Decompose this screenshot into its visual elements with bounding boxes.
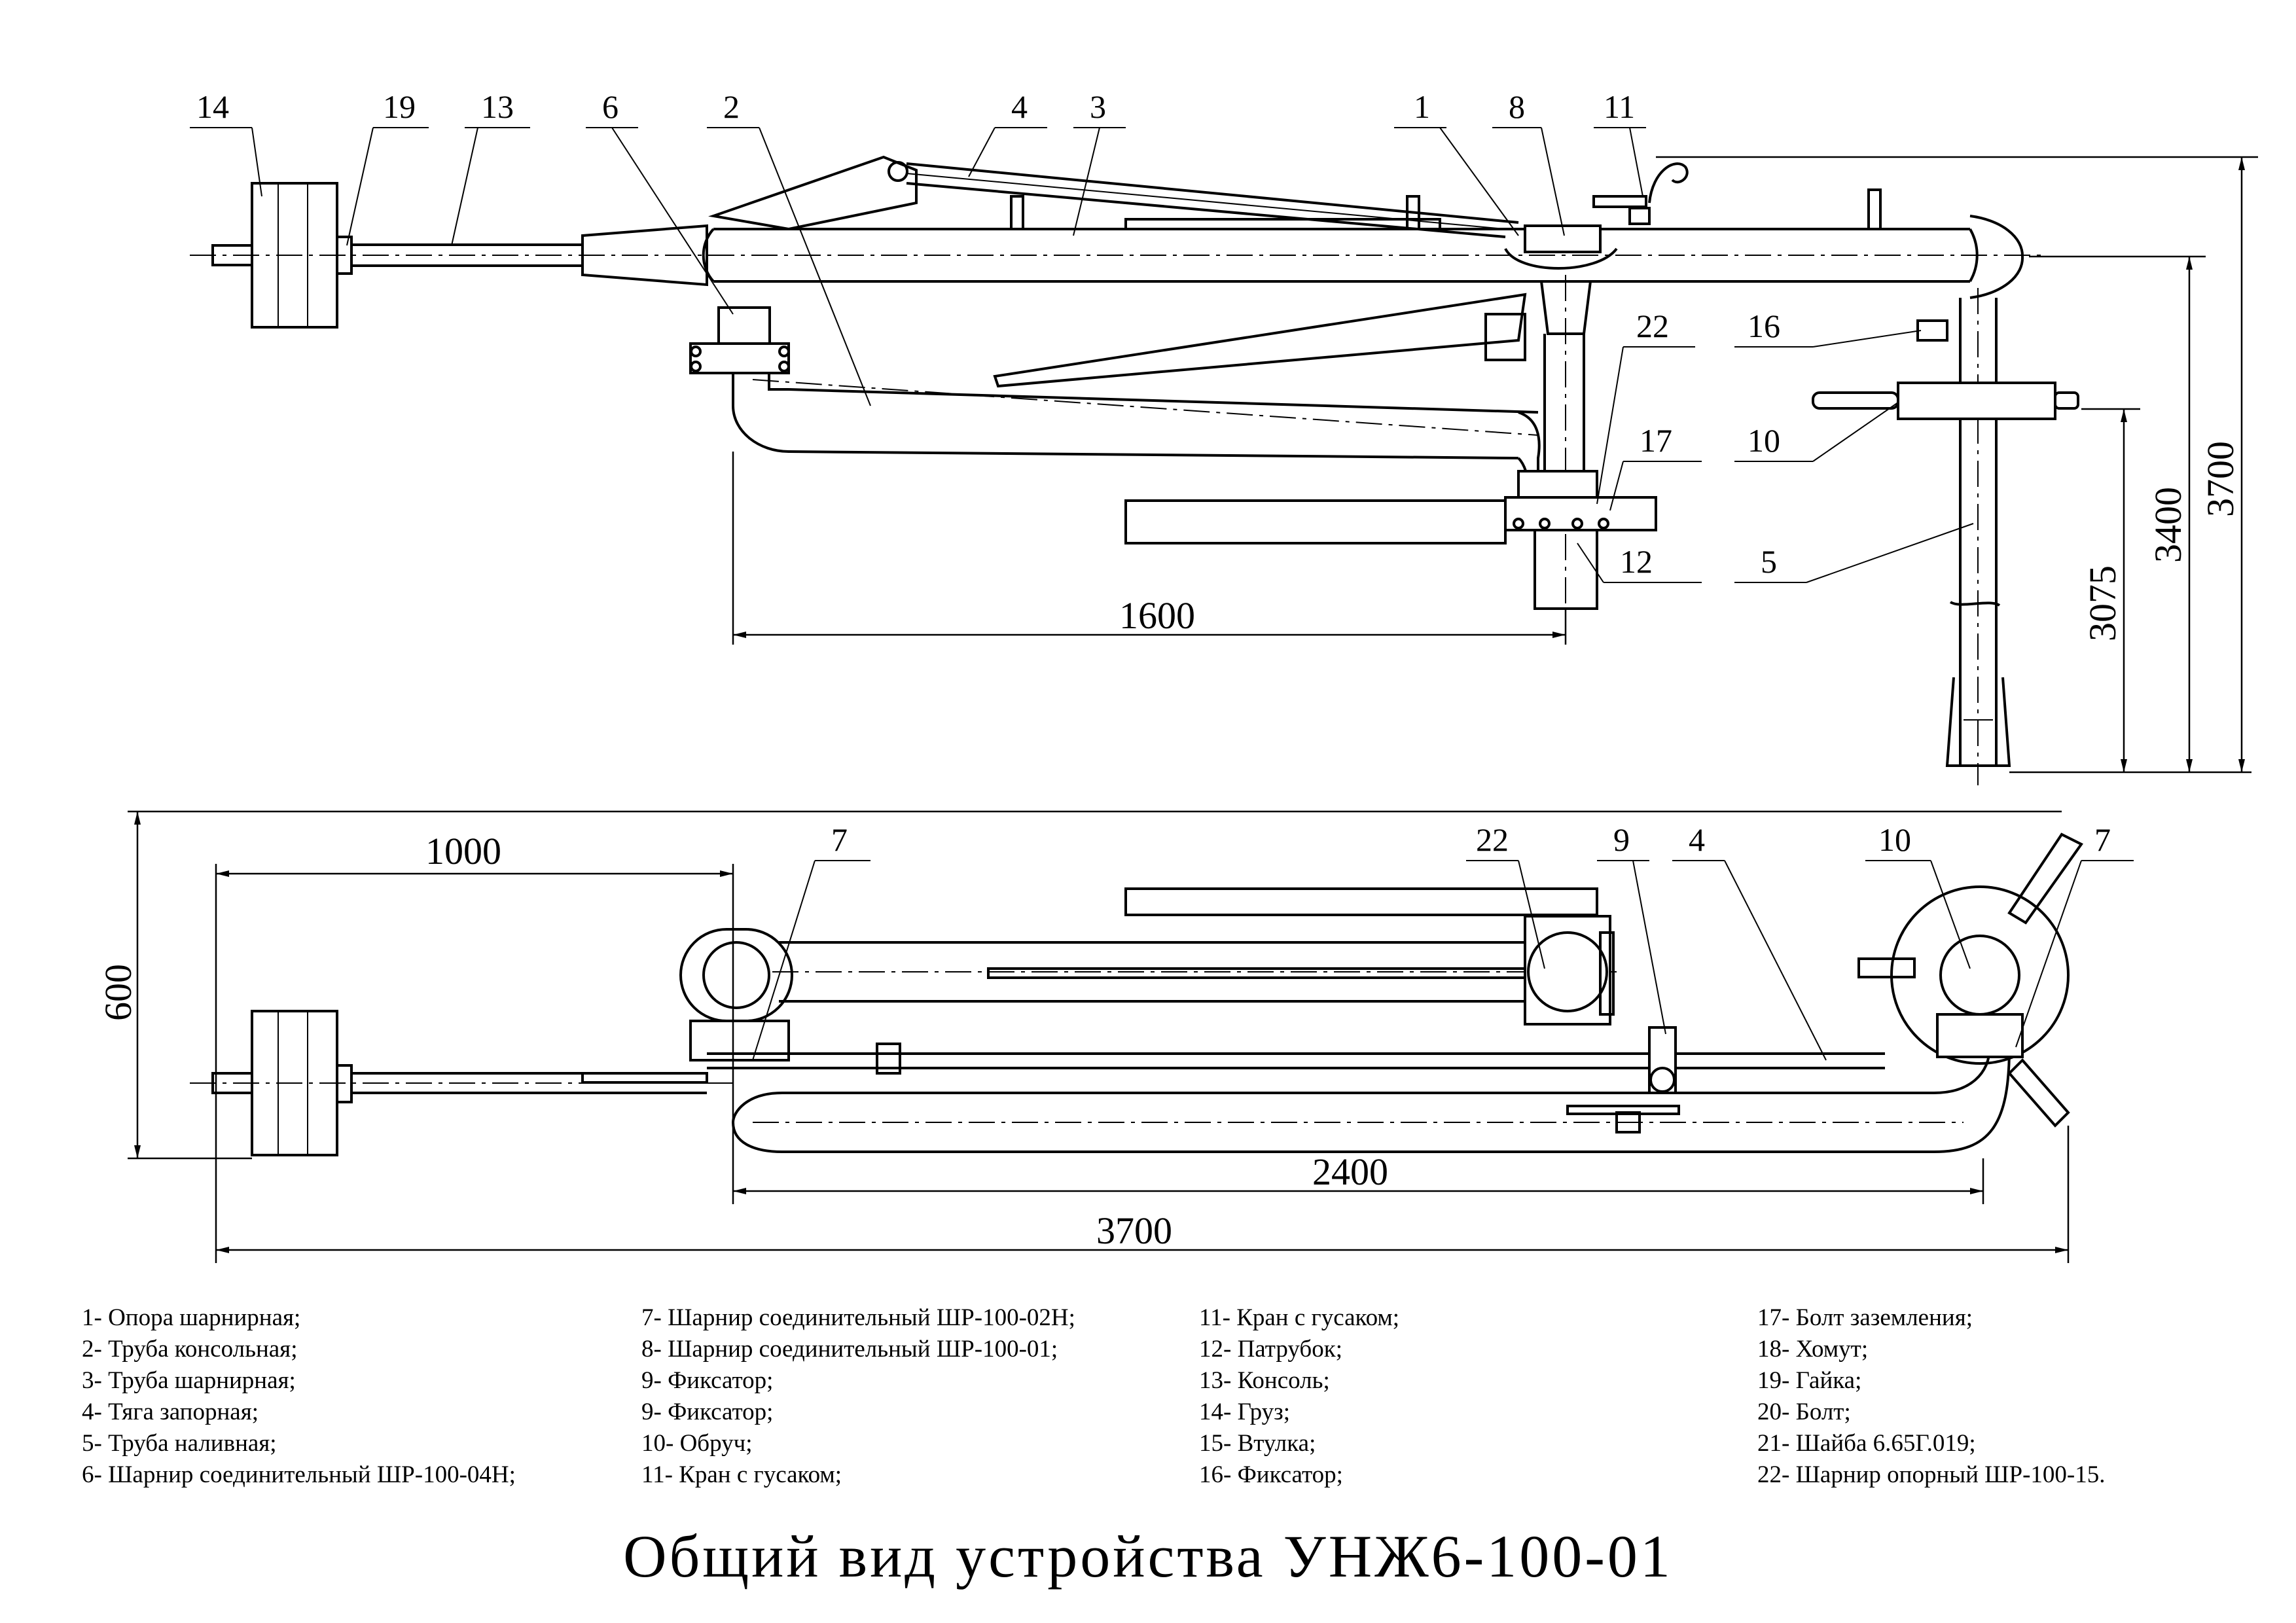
legend-item: 15- Втулка; xyxy=(1199,1430,1316,1457)
callout-plan-7: 7 xyxy=(831,821,848,858)
callout-3: 3 xyxy=(1090,88,1106,125)
callout-4: 4 xyxy=(1011,88,1028,125)
callout-plan-10: 10 xyxy=(1878,821,1911,858)
callout-19: 19 xyxy=(383,88,416,125)
legend-item: 16- Фиксатор; xyxy=(1199,1461,1343,1488)
callout-5: 5 xyxy=(1761,543,1777,580)
dim-3700-horizontal: 3700 xyxy=(1096,1209,1172,1252)
side-view: 1600 3075 3400 3700 xyxy=(190,127,2258,785)
legend-item: 21- Шайба 6.65Г.019; xyxy=(1757,1430,1976,1457)
legend-column-4: 17- Болт заземления; 18- Хомут; 19- Гайк… xyxy=(1757,1302,2105,1491)
legend-item: 9- Фиксатор; xyxy=(641,1399,774,1425)
legend-column-2: 7- Шарнир соединительный ШР-100-02Н; 8- … xyxy=(641,1302,1075,1491)
dim-3400: 3400 xyxy=(2147,487,2189,563)
dim-1600: 1600 xyxy=(1119,594,1195,637)
legend-item: 2- Труба консольная; xyxy=(82,1336,298,1363)
callout-13: 13 xyxy=(481,88,514,125)
legend-item: 11- Кран с гусаком; xyxy=(1199,1304,1400,1331)
dim-1000: 1000 xyxy=(425,830,501,872)
callout-1: 1 xyxy=(1414,88,1430,125)
plan-view: 1000 2400 3700 600 xyxy=(97,810,2134,1263)
legend-item: 13- Консоль; xyxy=(1199,1367,1330,1394)
legend-item: 4- Тяга запорная; xyxy=(82,1399,259,1425)
callout-10: 10 xyxy=(1748,422,1780,459)
legend-item: 20- Болт; xyxy=(1757,1399,1851,1425)
legend-item: 1- Опора шарнирная; xyxy=(82,1304,301,1331)
callout-plan-22: 22 xyxy=(1476,821,1509,858)
legend-column-3: 11- Кран с гусаком; 12- Патрубок; 13- Ко… xyxy=(1199,1302,1399,1491)
legend-column-1: 1- Опора шарнирная; 2- Труба консольная;… xyxy=(82,1302,516,1491)
legend-item: 12- Патрубок; xyxy=(1199,1336,1342,1363)
legend-item: 5- Труба наливная; xyxy=(82,1430,277,1457)
callout-17: 17 xyxy=(1640,422,1672,459)
dim-3700-vertical: 3700 xyxy=(2199,441,2242,517)
callout-6: 6 xyxy=(602,88,619,125)
legend-item: 10- Обруч; xyxy=(641,1430,753,1457)
legend-item: 19- Гайка; xyxy=(1757,1367,1862,1394)
legend-item: 9- Фиксатор; xyxy=(641,1367,774,1394)
legend-item: 14- Груз; xyxy=(1199,1399,1291,1425)
callout-plan-9: 9 xyxy=(1613,821,1630,858)
legend-item: 8- Шарнир соединительный ШР-100-01; xyxy=(641,1336,1058,1363)
callout-11: 11 xyxy=(1604,88,1635,125)
callout-22: 22 xyxy=(1636,308,1669,344)
legend-item: 3- Труба шарнирная; xyxy=(82,1367,296,1394)
callout-plan-7b: 7 xyxy=(2094,821,2111,858)
legend-item: 17- Болт заземления; xyxy=(1757,1304,1973,1331)
legend-item: 18- Хомут; xyxy=(1757,1336,1869,1363)
dim-3075: 3075 xyxy=(2081,565,2124,641)
legend-item: 11- Кран с гусаком; xyxy=(641,1461,842,1488)
dim-600: 600 xyxy=(97,964,139,1021)
legend-item: 6- Шарнир соединительный ШР-100-04Н; xyxy=(82,1461,516,1488)
callout-14: 14 xyxy=(196,88,229,125)
callout-16: 16 xyxy=(1748,308,1780,344)
callout-12: 12 xyxy=(1620,543,1653,580)
callout-8: 8 xyxy=(1509,88,1525,125)
callout-2: 2 xyxy=(723,88,740,125)
legend-item: 22- Шарнир опорный ШР-100-15. xyxy=(1757,1461,2106,1488)
callout-plan-4: 4 xyxy=(1689,821,1705,858)
drawing-title: Общий вид устройства УНЖ6-100-01 xyxy=(623,1523,1673,1590)
legend-item: 7- Шарнир соединительный ШР-100-02Н; xyxy=(641,1304,1075,1331)
dim-2400: 2400 xyxy=(1312,1150,1388,1193)
